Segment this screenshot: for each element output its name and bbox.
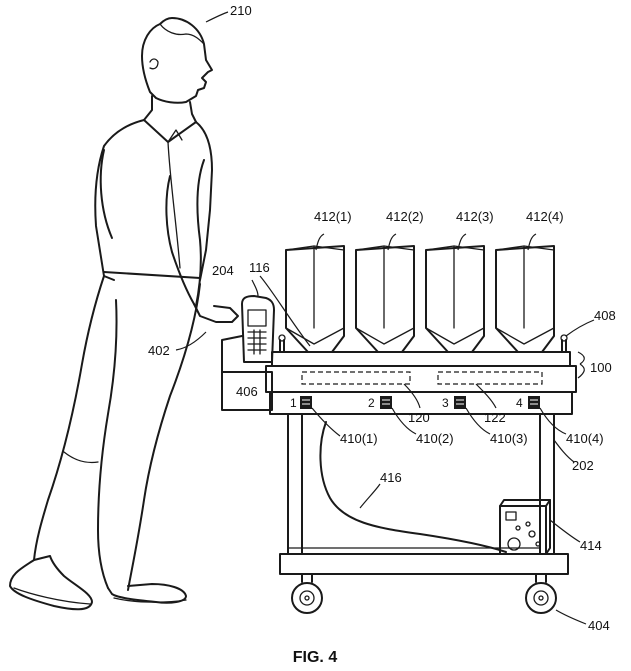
label-410-3: 410(3) xyxy=(490,431,528,446)
slot-number-2: 2 xyxy=(368,396,375,410)
label-410-1: 410(1) xyxy=(340,431,378,446)
label-412-1: 412(1) xyxy=(314,209,352,224)
person-figure xyxy=(9,17,239,611)
rfid-tag-4 xyxy=(528,396,540,409)
label-410-2: 410(2) xyxy=(416,431,454,446)
slot-number-1: 1 xyxy=(290,396,297,410)
slot-number-3: 3 xyxy=(442,396,449,410)
shelf-front-panel xyxy=(269,391,573,415)
cart-leg-left xyxy=(287,413,303,555)
leader-lines xyxy=(175,11,595,625)
label-408: 408 xyxy=(594,308,616,323)
label-116: 116 xyxy=(249,260,270,275)
label-416: 416 xyxy=(380,470,402,485)
label-120: 120 xyxy=(408,410,430,425)
label-204: 204 xyxy=(212,263,234,278)
cart-top-shelf xyxy=(271,351,571,367)
power-unit xyxy=(499,499,551,555)
handheld-device xyxy=(241,295,275,363)
bin-1 xyxy=(285,245,345,353)
shelf-antenna-housing xyxy=(265,365,577,393)
figure-caption: FIG. 4 xyxy=(293,649,338,666)
slot-number-4: 4 xyxy=(516,396,523,410)
label-122: 122 xyxy=(484,410,506,425)
label-412-2: 412(2) xyxy=(386,209,424,224)
label-202: 202 xyxy=(572,458,594,473)
label-412-3: 412(3) xyxy=(456,209,494,224)
side-tray xyxy=(221,371,273,411)
rfid-tag-2 xyxy=(380,396,392,409)
label-100: 100 xyxy=(590,360,612,375)
label-414: 414 xyxy=(580,538,602,553)
rfid-tag-3 xyxy=(454,396,466,409)
bin-4 xyxy=(495,245,555,353)
cable xyxy=(319,421,507,553)
label-210: 210 xyxy=(230,3,252,18)
wheel-right xyxy=(525,582,557,614)
reference-labels: 210 204 116 402 406 412(1) 412(2) 412(3)… xyxy=(148,3,616,633)
wheel-left xyxy=(291,582,323,614)
label-410-4: 410(4) xyxy=(566,431,604,446)
antenna-1 xyxy=(301,371,411,385)
rfid-tag-1 xyxy=(300,396,312,409)
cart-bottom-shelf xyxy=(279,553,569,575)
label-406: 406 xyxy=(236,384,258,399)
label-404: 404 xyxy=(588,618,610,633)
bin-2 xyxy=(355,245,415,353)
antenna-2 xyxy=(437,371,543,385)
label-402: 402 xyxy=(148,343,170,358)
bin-3 xyxy=(425,245,485,353)
label-412-4: 412(4) xyxy=(526,209,564,224)
cart: 1 2 3 4 xyxy=(221,334,577,614)
